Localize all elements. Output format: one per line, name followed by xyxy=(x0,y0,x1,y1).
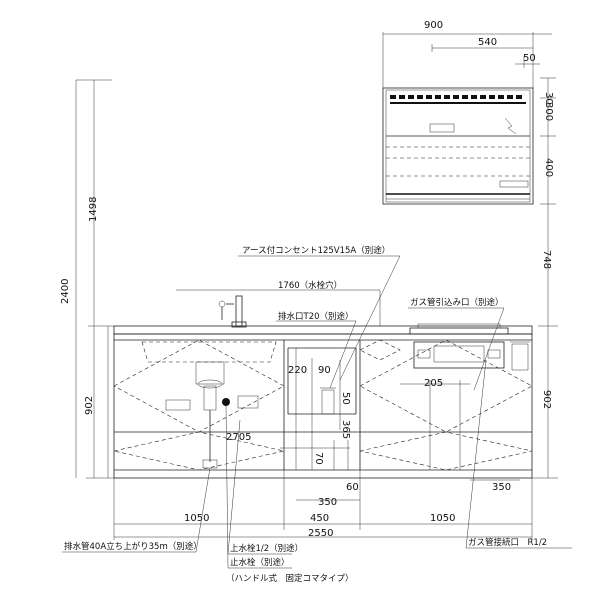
width-total: 2550 xyxy=(308,528,333,539)
base-cabinet xyxy=(113,325,533,479)
hot-water-note: 止水栓（別途） xyxy=(230,557,290,568)
hood-filter-slots xyxy=(390,95,526,104)
sink-bowl xyxy=(141,341,277,469)
dim-205: 205 xyxy=(424,378,443,389)
drain-pipe-note: 排水管40A立ち上がり35m（別途） xyxy=(64,541,202,552)
dim-350-right: 350 xyxy=(492,482,511,493)
drain-callout: 排水口T20（別途） xyxy=(278,311,354,322)
overall-height: 2400 xyxy=(60,279,71,304)
inner-dimension-lines xyxy=(280,348,520,481)
width-left: 1050 xyxy=(184,513,209,524)
hood-width-inner: 540 xyxy=(478,37,497,48)
width-center: 450 xyxy=(310,513,329,524)
hood-dimension-lines xyxy=(382,32,556,205)
gas-valve-note: ガス管接続口 R1/2 xyxy=(468,537,547,548)
right-vertical-dimensions xyxy=(107,205,558,479)
cooktop-unit xyxy=(409,323,530,371)
hood-width-total: 900 xyxy=(424,20,443,31)
dim-350-left: 350 xyxy=(318,497,337,508)
dim-70: 70 xyxy=(313,452,324,465)
dim-50: 50 xyxy=(340,392,351,405)
upper-height: 1498 xyxy=(88,197,99,222)
wall-ref-callout: 1760（水栓穴） xyxy=(278,280,342,291)
width-right: 1050 xyxy=(430,513,455,524)
range-hood xyxy=(382,87,534,205)
hood-height-top: 30 xyxy=(543,92,554,105)
bottom-dimension-lines xyxy=(113,470,533,540)
outlet-callout: アース付コンセント125V15A（別途） xyxy=(242,245,390,256)
dim-60: 60 xyxy=(346,482,359,493)
callout-leaders xyxy=(176,255,505,391)
faucet-type-note: （ハンドル式 固定コマタイプ） xyxy=(226,573,354,584)
dim-90: 90 xyxy=(318,365,331,376)
water-supply-note: 上水栓1/2（別途） xyxy=(230,543,303,554)
dim-220: 220 xyxy=(288,365,307,376)
hood-offset: 50 xyxy=(523,53,536,64)
dim-365: 365 xyxy=(340,420,351,439)
dim-2705: 2705 xyxy=(226,432,251,443)
counter-height-left: 902 xyxy=(84,396,95,415)
gas-callout: ガス管引込み口（別途） xyxy=(410,297,504,308)
note-leaders xyxy=(62,359,572,569)
hood-height-low: 400 xyxy=(543,158,554,177)
left-vertical-dimensions xyxy=(75,79,114,479)
counter-height-right: 902 xyxy=(541,390,552,409)
hood-to-counter: 748 xyxy=(541,250,552,269)
hood-height-mid: 300 xyxy=(543,102,554,121)
faucet xyxy=(218,295,247,328)
